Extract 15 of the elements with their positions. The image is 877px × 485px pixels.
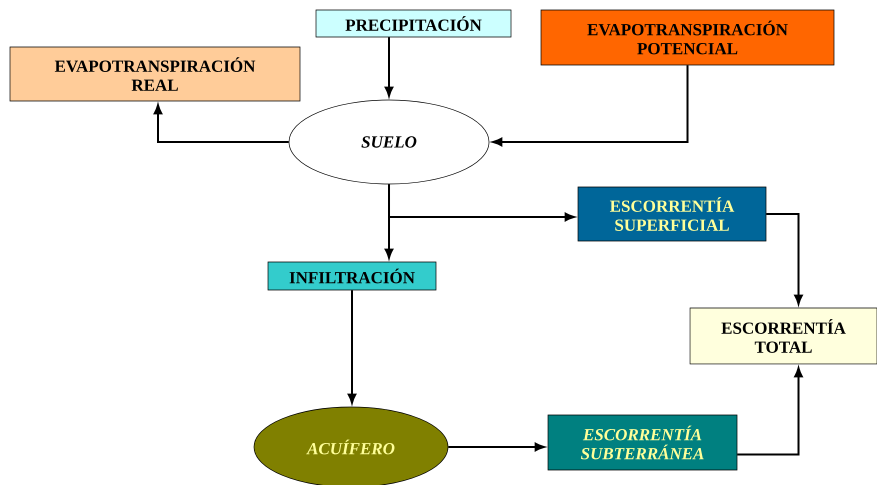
arrow xyxy=(766,213,803,305)
arrow xyxy=(388,184,575,222)
process-box: INFILTRACIÓN xyxy=(268,262,436,290)
process-box: EVAPOTRANSPIRACIÓN POTENCIAL xyxy=(540,10,834,66)
process-box: ESCORRENTÍA SUBTERRÁNEA xyxy=(548,414,738,470)
process-box: ESCORRENTÍA SUPERFICIAL xyxy=(578,186,766,242)
process-box: PRECIPITACIÓN xyxy=(316,10,512,38)
arrow xyxy=(737,367,803,456)
process-box: EVAPOTRANSPIRACIÓN REAL xyxy=(10,46,300,102)
arrow xyxy=(448,442,545,452)
arrow xyxy=(154,104,289,143)
process-box: ESCORRENTÍA TOTAL xyxy=(690,308,877,364)
arrow xyxy=(492,65,688,146)
arrow xyxy=(348,290,356,404)
arrow xyxy=(384,37,394,97)
